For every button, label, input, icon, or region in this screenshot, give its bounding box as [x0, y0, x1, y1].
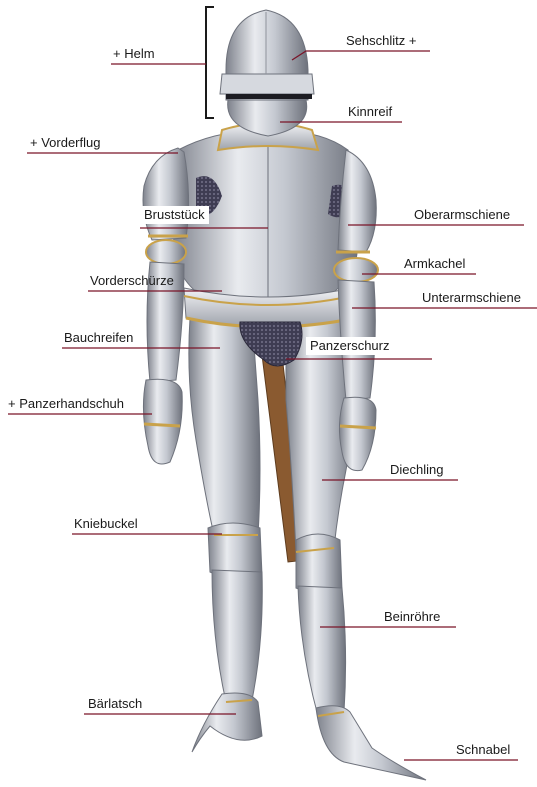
label-armkachel: Armkachel [404, 256, 465, 272]
label-diechling: Diechling [390, 462, 443, 478]
label-kinnreif: Kinnreif [348, 104, 392, 120]
label-oberarmschiene: Oberarmschiene [414, 207, 510, 223]
label-sehschlitz: Sehschlitz + [346, 33, 416, 49]
label-bruststueck: Bruststück [140, 206, 209, 224]
label-bauchreifen: Bauchreifen [64, 330, 133, 346]
label-unterarmschiene: Unterarmschiene [422, 290, 521, 306]
label-kniebuckel: Kniebuckel [74, 516, 138, 532]
label-schnabel: Schnabel [456, 742, 510, 758]
label-vorderschuerze: Vorderschürze [90, 273, 174, 289]
label-baerlatsch: Bärlatsch [88, 696, 142, 712]
label-panzerhandschuh: + Panzerhandschuh [8, 396, 124, 412]
label-panzerschurz: Panzerschurz [306, 337, 393, 355]
label-vorderflug: + Vorderflug [30, 135, 100, 151]
label-beinroehre: Beinröhre [384, 609, 440, 625]
label-helm: + Helm [113, 46, 155, 62]
leader-sehschlitz [292, 51, 430, 60]
helm-bracket [206, 7, 214, 118]
